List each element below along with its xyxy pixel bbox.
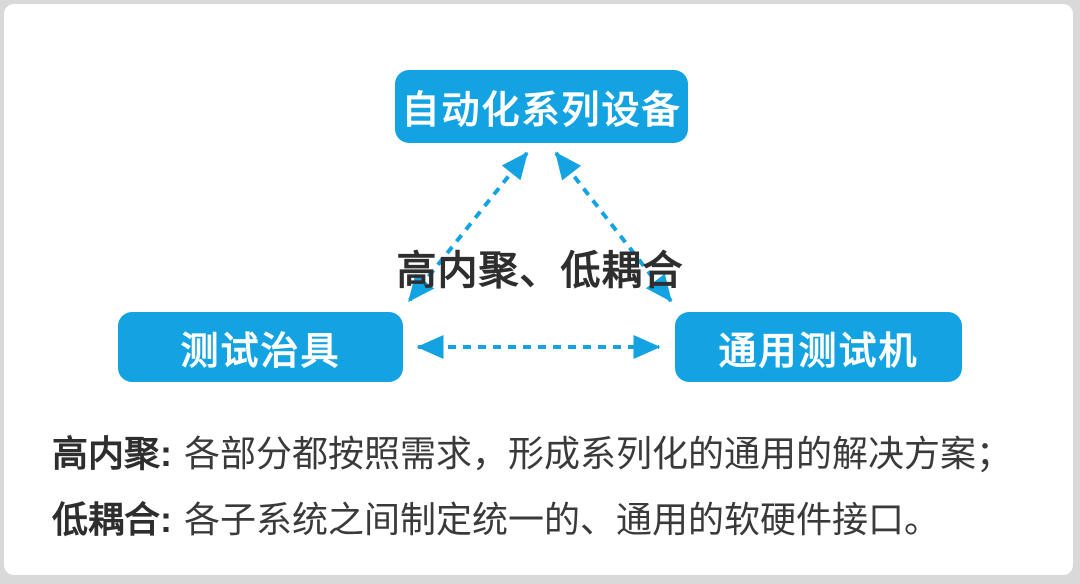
- center-principle-label: 高内聚、低耦合: [396, 249, 684, 293]
- node-test-fixture-label: 测试治具: [180, 330, 341, 373]
- notes-section: 高内聚: 各部分都按照需求，形成系列化的通用的解决方案； 低耦合: 各子系统之间制定…: [52, 428, 1040, 560]
- note-low-coupling-term: 低耦合:: [52, 499, 172, 540]
- note-low-coupling: 低耦合: 各子系统之间制定统一的、通用的软硬件接口。: [52, 494, 1040, 546]
- note-high-cohesion: 高内聚: 各部分都按照需求，形成系列化的通用的解决方案；: [52, 428, 1040, 480]
- node-automation-equipment: 自动化系列设备: [395, 70, 688, 143]
- note-high-cohesion-description: 各部分都按照需求，形成系列化的通用的解决方案；: [184, 433, 1013, 474]
- node-automation-equipment-label: 自动化系列设备: [401, 90, 682, 132]
- node-universal-tester: 通用测试机: [675, 312, 962, 382]
- node-universal-tester-label: 通用测试机: [718, 330, 919, 373]
- node-test-fixture: 测试治具: [118, 312, 403, 382]
- note-high-cohesion-term: 高内聚:: [52, 433, 172, 474]
- note-low-coupling-description: 各子系统之间制定统一的、通用的软硬件接口。: [184, 499, 941, 540]
